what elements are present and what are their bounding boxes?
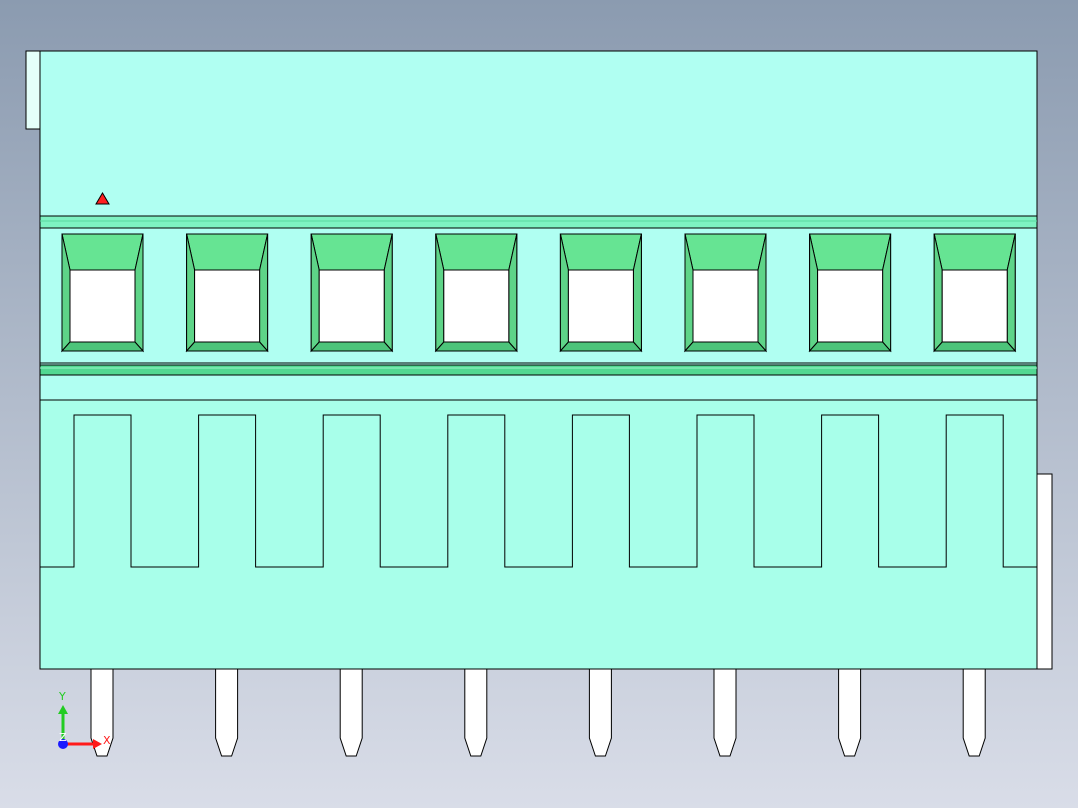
wire-entry-slot — [933, 233, 1017, 353]
slot-opening — [692, 269, 759, 343]
slot-opening — [567, 269, 634, 343]
slot-bottom-bevel — [808, 341, 892, 352]
x-axis-arrow-icon — [93, 739, 102, 749]
slot-bottom-bevel — [933, 341, 1017, 352]
slot-bottom-bevel — [434, 341, 518, 352]
body-lower-section — [40, 400, 1037, 669]
slot-top-bevel — [684, 233, 767, 271]
connector-body — [25, 50, 1053, 670]
wire-entry-slot — [60, 233, 145, 353]
slot-opening — [443, 269, 510, 343]
slot-top-bevel — [933, 233, 1016, 271]
slot-bottom-bevel — [310, 341, 394, 352]
slot-bottom-bevel — [559, 341, 643, 352]
slot-top-bevel — [808, 233, 892, 271]
y-axis-label: Y — [58, 690, 66, 703]
slot-top-bevel — [185, 233, 269, 271]
z-axis-label: Z — [59, 731, 67, 744]
body-border — [39, 50, 1038, 670]
wire-entry-slot — [185, 233, 269, 353]
wire-entry-slot — [808, 233, 892, 353]
pin1-marker-icon — [95, 192, 110, 205]
upper-stripe — [39, 215, 1038, 229]
slot-opening — [817, 269, 884, 343]
slot-opening — [194, 269, 261, 343]
axis-triad: Y X Z — [58, 690, 111, 749]
pin — [464, 667, 488, 757]
slot-opening — [941, 269, 1008, 343]
lower-stripe — [39, 364, 1038, 376]
terminal-recesses — [40, 414, 1037, 568]
pin — [588, 667, 612, 757]
pin — [339, 667, 363, 757]
right-side-tab — [1036, 473, 1053, 670]
wire-entry-slot — [310, 233, 394, 353]
pin — [215, 667, 239, 757]
recess-outline — [40, 414, 1037, 568]
slot-top-bevel — [435, 233, 518, 271]
wire-entry-slots — [60, 233, 1017, 353]
slot-opening — [69, 269, 136, 343]
wire-entry-slot — [683, 233, 768, 353]
slot-top-bevel — [61, 233, 144, 271]
pins — [90, 667, 986, 757]
slot-top-bevel — [310, 233, 393, 271]
pin — [838, 667, 862, 757]
slot-bottom-bevel — [185, 341, 269, 352]
wire-entry-slot — [559, 233, 643, 353]
slot-bottom-bevel — [60, 341, 145, 352]
z-axis-dot-icon — [58, 739, 68, 749]
x-axis-label: X — [103, 734, 111, 747]
wire-entry-slot — [434, 233, 518, 353]
slot-bottom-bevel — [683, 341, 768, 352]
y-axis-arrow-icon — [58, 705, 68, 714]
left-side-tab — [25, 50, 42, 130]
slot-top-bevel — [559, 233, 643, 271]
slot-opening — [318, 269, 385, 343]
pin — [713, 667, 737, 757]
pin — [962, 667, 986, 757]
